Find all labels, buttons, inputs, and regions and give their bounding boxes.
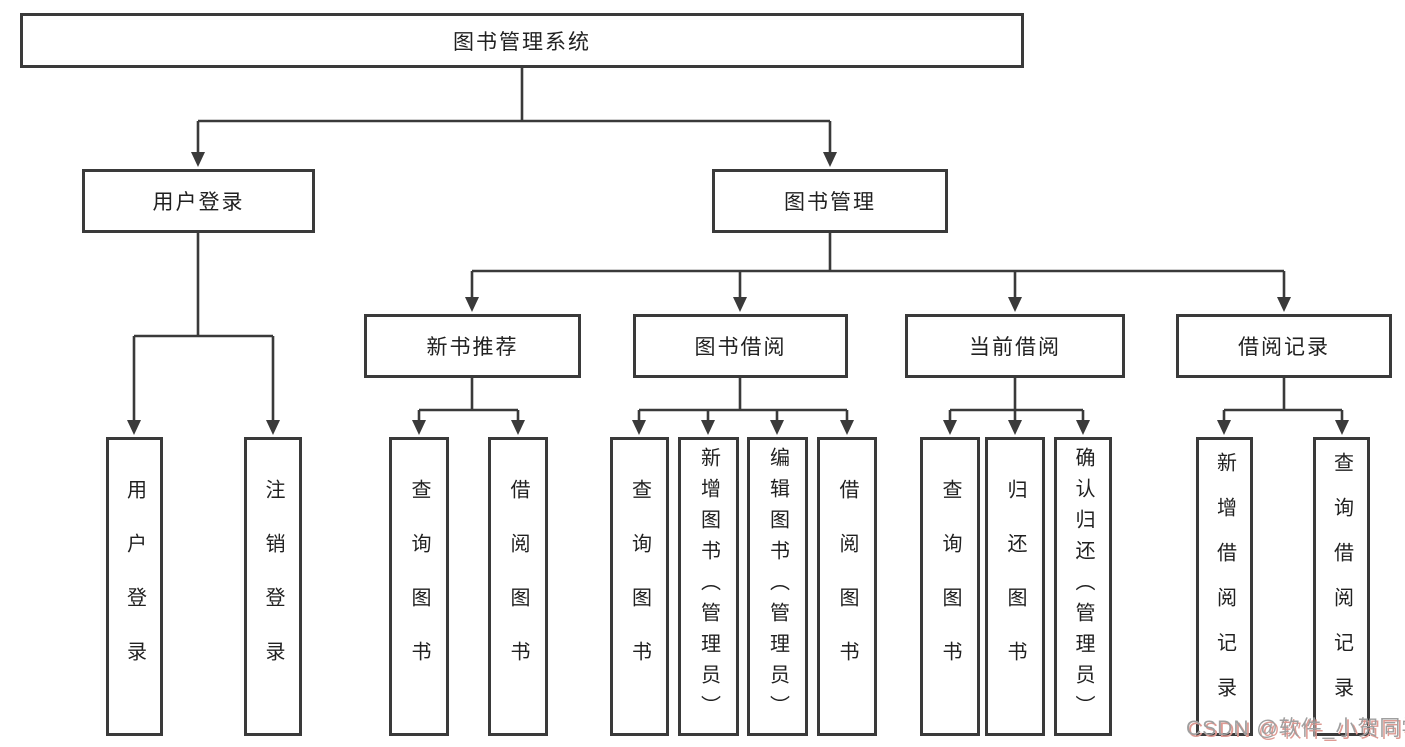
leaf-borrow-add-books-admin: 新增图书（管理员） [678,437,739,736]
leaf-current-query-books: 查询图书 [920,437,980,736]
leaf-borrow-borrow-books: 借阅图书 [817,437,877,736]
leaf-label: 新增图书（管理员） [697,447,720,726]
leaf-newbook-borrow-books: 借阅图书 [488,437,548,736]
node-label: 用户登录 [152,191,245,214]
watermark: CSDN @软件_小贺同学 [1186,717,1405,740]
leaf-label: 借阅图书 [507,478,529,695]
node-label: 图书管理系统 [453,30,591,54]
node-library-management-system: 图书管理系统 [20,13,1024,68]
node-current-borrow: 当前借阅 [905,314,1125,378]
node-borrow-records: 借阅记录 [1176,314,1392,378]
leaf-user-login: 用户登录 [106,437,163,736]
leaf-records-query-record: 查询借阅记录 [1313,437,1370,736]
leaf-label: 注销登录 [262,478,284,695]
leaf-current-return-books: 归还图书 [985,437,1045,736]
leaf-label: 借阅图书 [836,478,858,695]
leaf-label: 确认归还（管理员） [1072,447,1094,726]
node-new-book-recommend: 新书推荐 [364,314,581,378]
leaf-label: 新增借阅记录 [1213,451,1236,722]
leaf-borrow-query-books: 查询图书 [610,437,669,736]
leaf-label: 编辑图书（管理员） [766,447,789,726]
leaf-label: 查询图书 [628,478,651,695]
node-label: 当前借阅 [969,336,1061,359]
leaf-logout: 注销登录 [244,437,302,736]
leaf-label: 查询图书 [408,478,430,695]
leaf-records-add-record: 新增借阅记录 [1196,437,1253,736]
leaf-current-confirm-return-admin: 确认归还（管理员） [1054,437,1112,736]
leaf-label: 查询借阅记录 [1330,451,1353,722]
leaf-borrow-edit-books-admin: 编辑图书（管理员） [747,437,808,736]
leaf-label: 归还图书 [1004,478,1026,695]
node-label: 新书推荐 [426,336,519,359]
leaf-label: 查询图书 [939,478,961,695]
leaf-newbook-query-books: 查询图书 [389,437,449,736]
node-label: 图书借阅 [694,336,787,359]
node-label: 借阅记录 [1238,336,1330,359]
node-book-borrow: 图书借阅 [633,314,848,378]
node-label: 图书管理 [784,191,876,214]
node-book-management: 图书管理 [712,169,948,233]
leaf-label: 用户登录 [123,478,146,695]
node-user-login: 用户登录 [82,169,315,233]
